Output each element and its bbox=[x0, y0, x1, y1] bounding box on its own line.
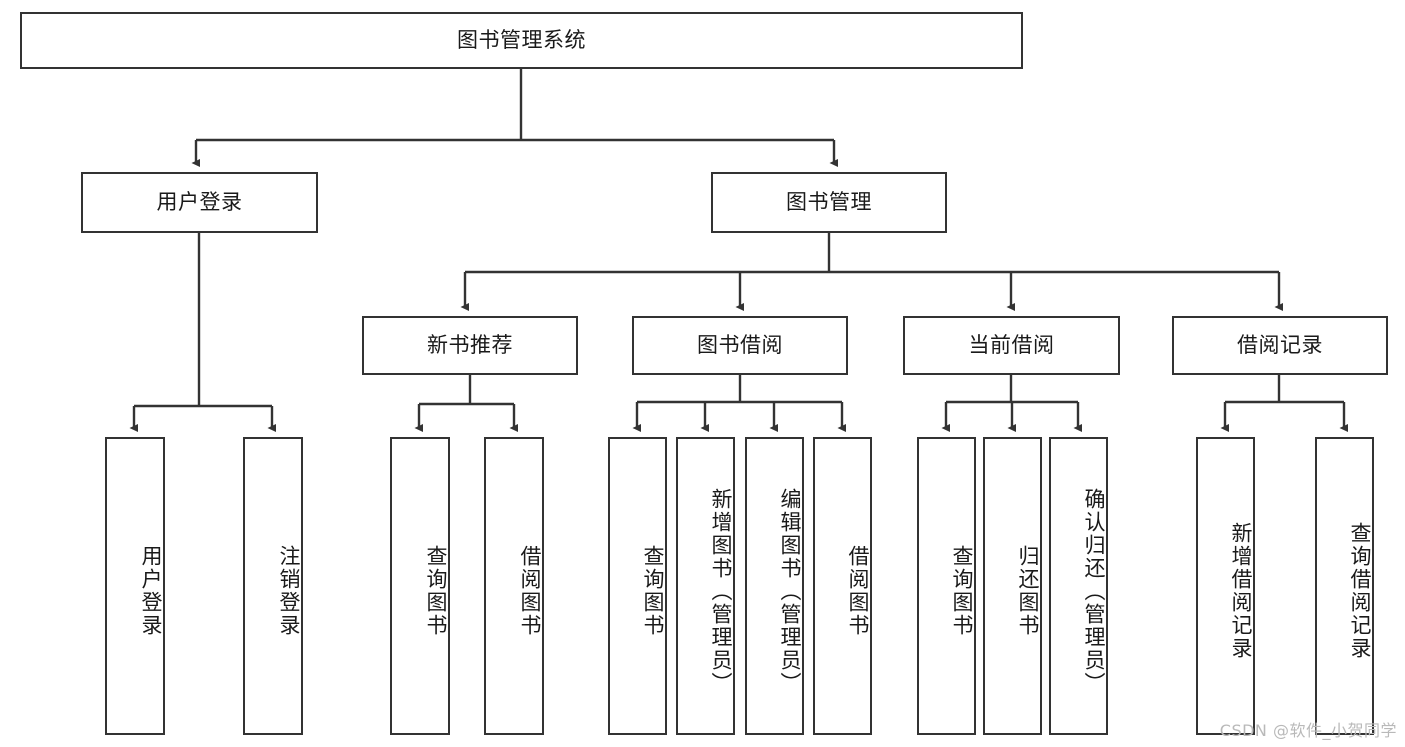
node-label: 注销登录 bbox=[277, 545, 301, 637]
leaf-recommend-borrow-book[interactable]: 借阅图书 bbox=[484, 437, 544, 735]
node-root-system[interactable]: 图书管理系统 bbox=[20, 12, 1023, 69]
leaf-borrow-query-book[interactable]: 查询图书 bbox=[608, 437, 667, 735]
node-new-book-recommend[interactable]: 新书推荐 bbox=[362, 316, 578, 375]
node-label: 查询借阅记录 bbox=[1348, 522, 1372, 660]
leaf-user-login[interactable]: 用户登录 bbox=[105, 437, 165, 735]
node-label: 确认归还（管理员） bbox=[1082, 487, 1106, 695]
leaf-borrow-borrow-book[interactable]: 借阅图书 bbox=[813, 437, 872, 735]
leaf-recommend-query-book[interactable]: 查询图书 bbox=[390, 437, 450, 735]
node-label: 图书管理系统 bbox=[457, 28, 586, 53]
node-label: 查询图书 bbox=[424, 545, 448, 637]
leaf-record-query[interactable]: 查询借阅记录 bbox=[1315, 437, 1374, 735]
node-label: 借阅图书 bbox=[846, 545, 870, 637]
node-label: 借阅记录 bbox=[1237, 333, 1323, 358]
node-current-borrow[interactable]: 当前借阅 bbox=[903, 316, 1120, 375]
node-label: 查询图书 bbox=[950, 545, 974, 637]
leaf-current-return-book[interactable]: 归还图书 bbox=[983, 437, 1042, 735]
node-label: 图书管理 bbox=[786, 190, 872, 215]
leaf-borrow-add-book[interactable]: 新增图书（管理员） bbox=[676, 437, 735, 735]
leaf-record-add[interactable]: 新增借阅记录 bbox=[1196, 437, 1255, 735]
node-borrow-record[interactable]: 借阅记录 bbox=[1172, 316, 1388, 375]
node-user-login[interactable]: 用户登录 bbox=[81, 172, 318, 233]
leaf-current-confirm-return[interactable]: 确认归还（管理员） bbox=[1049, 437, 1108, 735]
node-label: 归还图书 bbox=[1016, 545, 1040, 637]
node-label: 当前借阅 bbox=[968, 333, 1055, 358]
csdn-watermark: CSDN @软件_小贺同学 bbox=[1219, 721, 1397, 740]
leaf-borrow-edit-book[interactable]: 编辑图书（管理员） bbox=[745, 437, 804, 735]
leaf-current-query-book[interactable]: 查询图书 bbox=[917, 437, 976, 735]
node-book-borrow[interactable]: 图书借阅 bbox=[632, 316, 848, 375]
node-label: 借阅图书 bbox=[518, 545, 542, 637]
node-label: 查询图书 bbox=[641, 545, 665, 637]
node-label: 图书借阅 bbox=[697, 333, 783, 358]
node-label: 新增图书（管理员） bbox=[709, 487, 733, 695]
node-label: 用户登录 bbox=[139, 545, 163, 637]
node-label: 新增借阅记录 bbox=[1229, 522, 1253, 660]
node-book-manage[interactable]: 图书管理 bbox=[711, 172, 947, 233]
node-label: 用户登录 bbox=[156, 190, 243, 215]
node-label: 新书推荐 bbox=[427, 333, 513, 358]
leaf-user-logout[interactable]: 注销登录 bbox=[243, 437, 303, 735]
node-label: 编辑图书（管理员） bbox=[778, 487, 802, 695]
